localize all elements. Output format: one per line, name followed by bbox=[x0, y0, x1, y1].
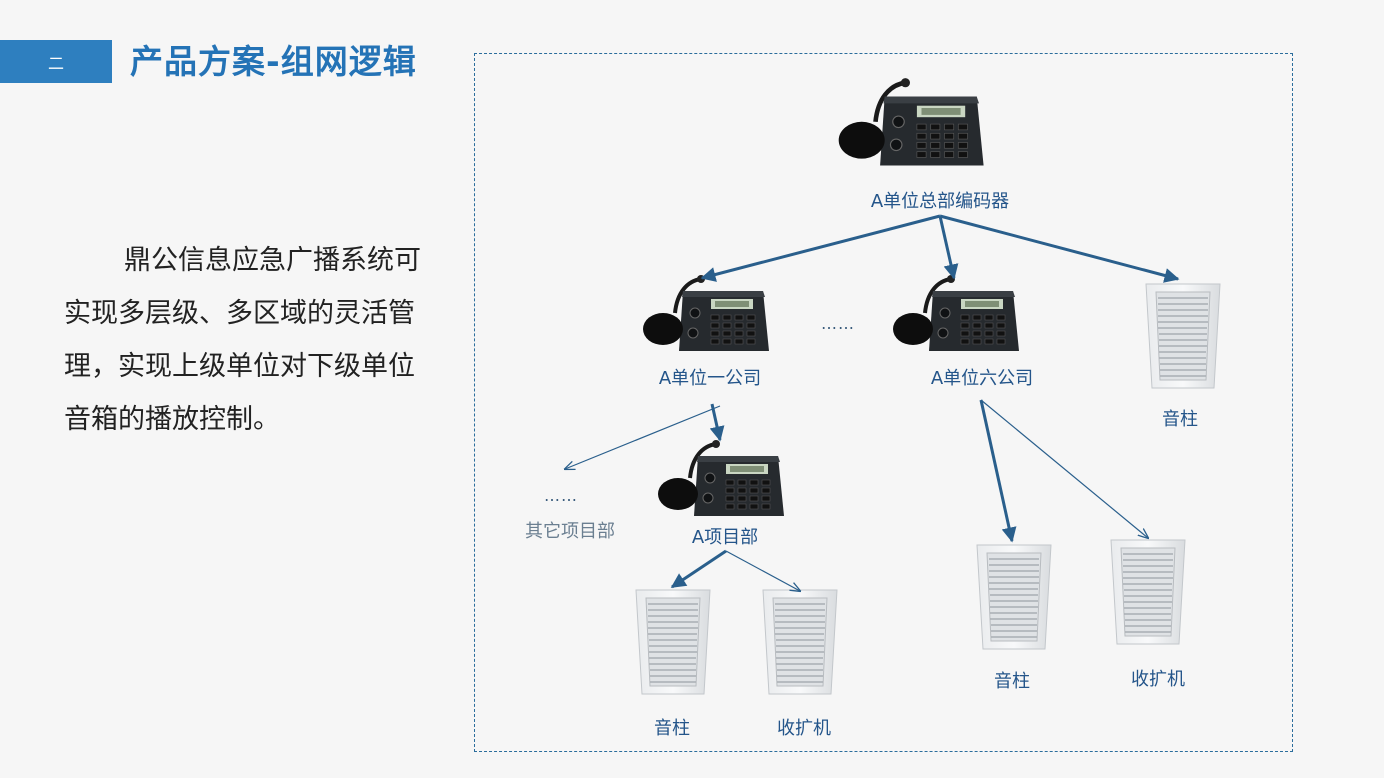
hq-speaker-device bbox=[1145, 283, 1221, 389]
project-amplifier-device bbox=[762, 589, 838, 695]
diagram-frame bbox=[474, 53, 1293, 752]
description-text: 鼎公信息应急广播系统可实现多层级、多区域的灵活管理，实现上级单位对下级单位音箱的… bbox=[64, 245, 421, 435]
six-amplifier-device bbox=[1110, 539, 1186, 645]
six-speaker-label: 音柱 bbox=[994, 671, 1030, 692]
hq-speaker-label: 音柱 bbox=[1162, 409, 1198, 430]
section-number-tab: 二 bbox=[0, 40, 112, 83]
arrow-project-to-amplifier bbox=[725, 550, 800, 591]
project-speaker-label: 音柱 bbox=[654, 718, 690, 739]
hq-encoder-label: A单位总部编码器 bbox=[870, 191, 1010, 212]
hq-encoder-device bbox=[839, 78, 984, 165]
project-encoder-device bbox=[656, 438, 786, 518]
page-title: 产品方案-组网逻辑 bbox=[130, 42, 417, 81]
project-speaker-device bbox=[635, 589, 711, 695]
arrow-branch-one-to-project bbox=[709, 403, 725, 442]
arrow-project-to-speaker bbox=[670, 549, 727, 589]
branch-six-label: A单位六公司 bbox=[930, 368, 1034, 389]
other-projects-ellipsis: …… bbox=[544, 486, 578, 505]
project-amplifier-label: 收扩机 bbox=[777, 718, 831, 739]
arrow-branch-one-to-others bbox=[565, 405, 721, 469]
branch-one-label: A单位一公司 bbox=[658, 368, 762, 389]
other-projects-label: 其它项目部 bbox=[525, 521, 615, 542]
arrow-branch-six-to-amplifier bbox=[980, 399, 1148, 538]
branch-six-encoder-device bbox=[891, 273, 1021, 353]
six-amplifier-label: 收扩机 bbox=[1131, 669, 1185, 690]
branch-one-encoder-device bbox=[641, 273, 771, 353]
arrow-hq-to-branch-six bbox=[938, 215, 959, 280]
project-label: A项目部 bbox=[691, 527, 759, 548]
arrow-branch-six-to-speaker bbox=[979, 399, 1017, 543]
arrow-hq-to-branch-one bbox=[700, 214, 941, 282]
arrow-hq-to-speaker bbox=[939, 214, 1180, 283]
six-speaker-device bbox=[976, 544, 1052, 650]
branch-ellipsis: …… bbox=[821, 314, 855, 333]
